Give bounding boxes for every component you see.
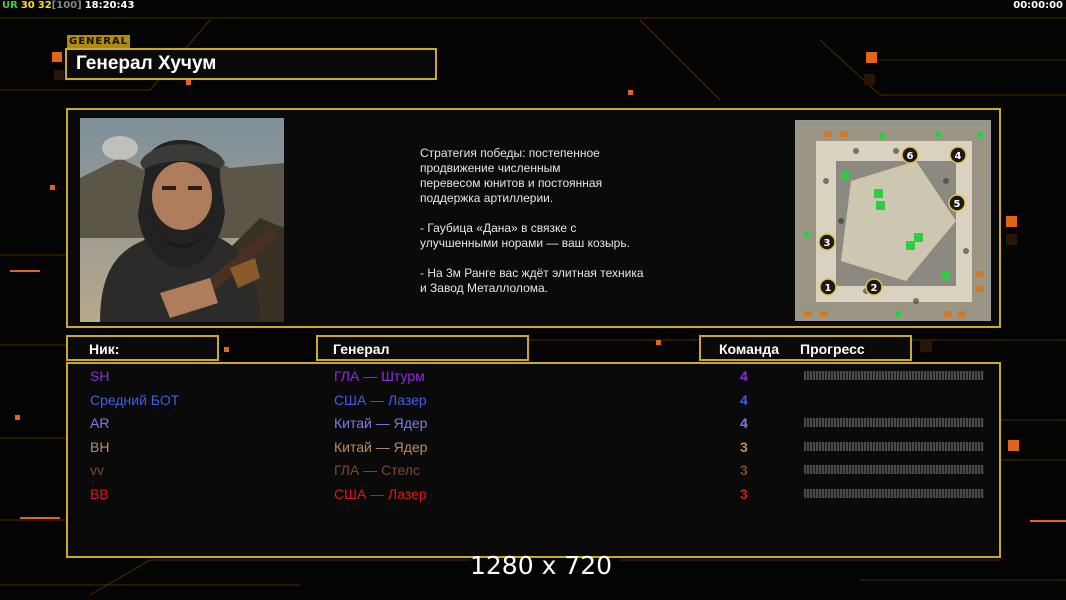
description-paragraph: - Гаубица «Дана» в связке с улучшенными … [420, 221, 630, 250]
player-nick: AR [90, 415, 110, 432]
player-nick: BB [90, 486, 109, 502]
hud-value-1: 30 [20, 0, 35, 11]
nick-header-label: Ник: [89, 341, 120, 357]
team-header-label: Команда [719, 341, 779, 357]
start-slot-label: 5 [954, 199, 961, 210]
player-row: SH ГЛА — Штурм 4 [68, 366, 1003, 386]
game-timer: 00:00:00 [1013, 0, 1063, 11]
loading-progress-bar [804, 489, 984, 498]
loading-progress-bar [804, 465, 984, 475]
start-slot-label: 3 [824, 238, 831, 249]
player-nick: Средний БОТ [90, 391, 180, 408]
player-general: Китай — Ядер [334, 438, 428, 455]
loading-progress-bar [804, 441, 984, 451]
player-team: 4 [740, 415, 748, 432]
player-team: 3 [740, 438, 748, 455]
player-general: США — Лазер [334, 391, 427, 408]
player-team: 4 [740, 368, 748, 384]
player-nick: vv [90, 462, 104, 479]
loading-progress-bar [804, 371, 984, 380]
description-paragraph: Стратегия победы: постепенное продвижени… [420, 146, 603, 205]
general-header-label: Генерал [333, 341, 390, 357]
player-general: ГЛА — Стелс [334, 462, 420, 479]
player-nick: SH [90, 368, 110, 384]
map-preview: 1 2 3 4 5 6 [795, 120, 991, 321]
player-general: Китай — Ядер [334, 415, 428, 432]
player-team: 3 [740, 462, 748, 479]
player-row: BH Китай — Ядер 3 [68, 437, 1003, 457]
nick-column-header: Ник: [66, 335, 219, 361]
clock-text: 18:20:43 [84, 0, 135, 11]
title-panel: Генерал Хучум [65, 48, 437, 80]
progress-header-label: Прогресс [800, 341, 865, 357]
player-team: 3 [740, 486, 748, 502]
loading-progress-bar [804, 418, 984, 428]
start-slot-label: 2 [871, 283, 878, 294]
hud-value-3: [100] [51, 0, 82, 11]
general-tag: GENERAL [67, 35, 131, 48]
player-general: США — Лазер [334, 486, 427, 502]
general-name: Генерал Хучум [76, 53, 217, 74]
player-nick: BH [90, 438, 110, 455]
player-row: Средний БОТ США — Лазер 4 [68, 390, 1003, 410]
general-portrait [80, 118, 284, 322]
start-slot-label: 1 [825, 283, 832, 294]
general-column-header: Генерал [316, 335, 529, 361]
resolution-label: 1280 x 720 [470, 551, 613, 580]
start-slot-label: 4 [955, 151, 962, 162]
player-general: ГЛА — Штурм [334, 368, 425, 384]
player-row: AR Китай — Ядер 4 [68, 413, 1003, 433]
start-slot-label: 6 [907, 151, 914, 162]
player-row: vv ГЛА — Стелс 3 [68, 460, 1003, 480]
description-paragraph: - На 3м Ранге вас ждёт элитная техника и… [420, 266, 644, 295]
strategy-description: Стратегия победы: постепенное продвижени… [420, 146, 690, 311]
player-row: BB США — Лазер 3 [68, 484, 1003, 504]
player-team: 4 [740, 391, 748, 408]
hud-value-2: 32 [37, 0, 52, 11]
general-info-panel: Стратегия победы: постепенное продвижени… [66, 108, 1001, 328]
team-progress-column-header: Команда Прогресс [699, 335, 912, 361]
flag-text: UR [2, 0, 18, 11]
